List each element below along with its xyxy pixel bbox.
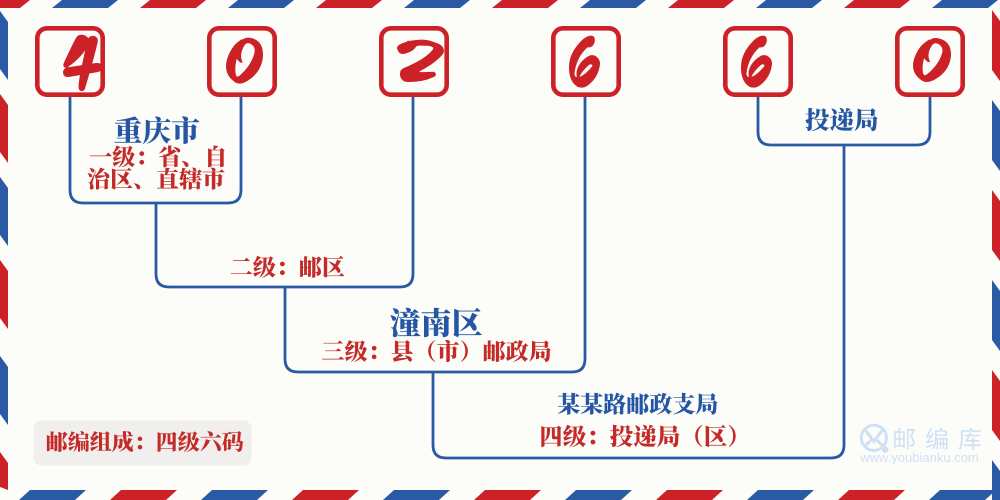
svg-text:www.youbianku.com: www.youbianku.com xyxy=(859,450,979,465)
